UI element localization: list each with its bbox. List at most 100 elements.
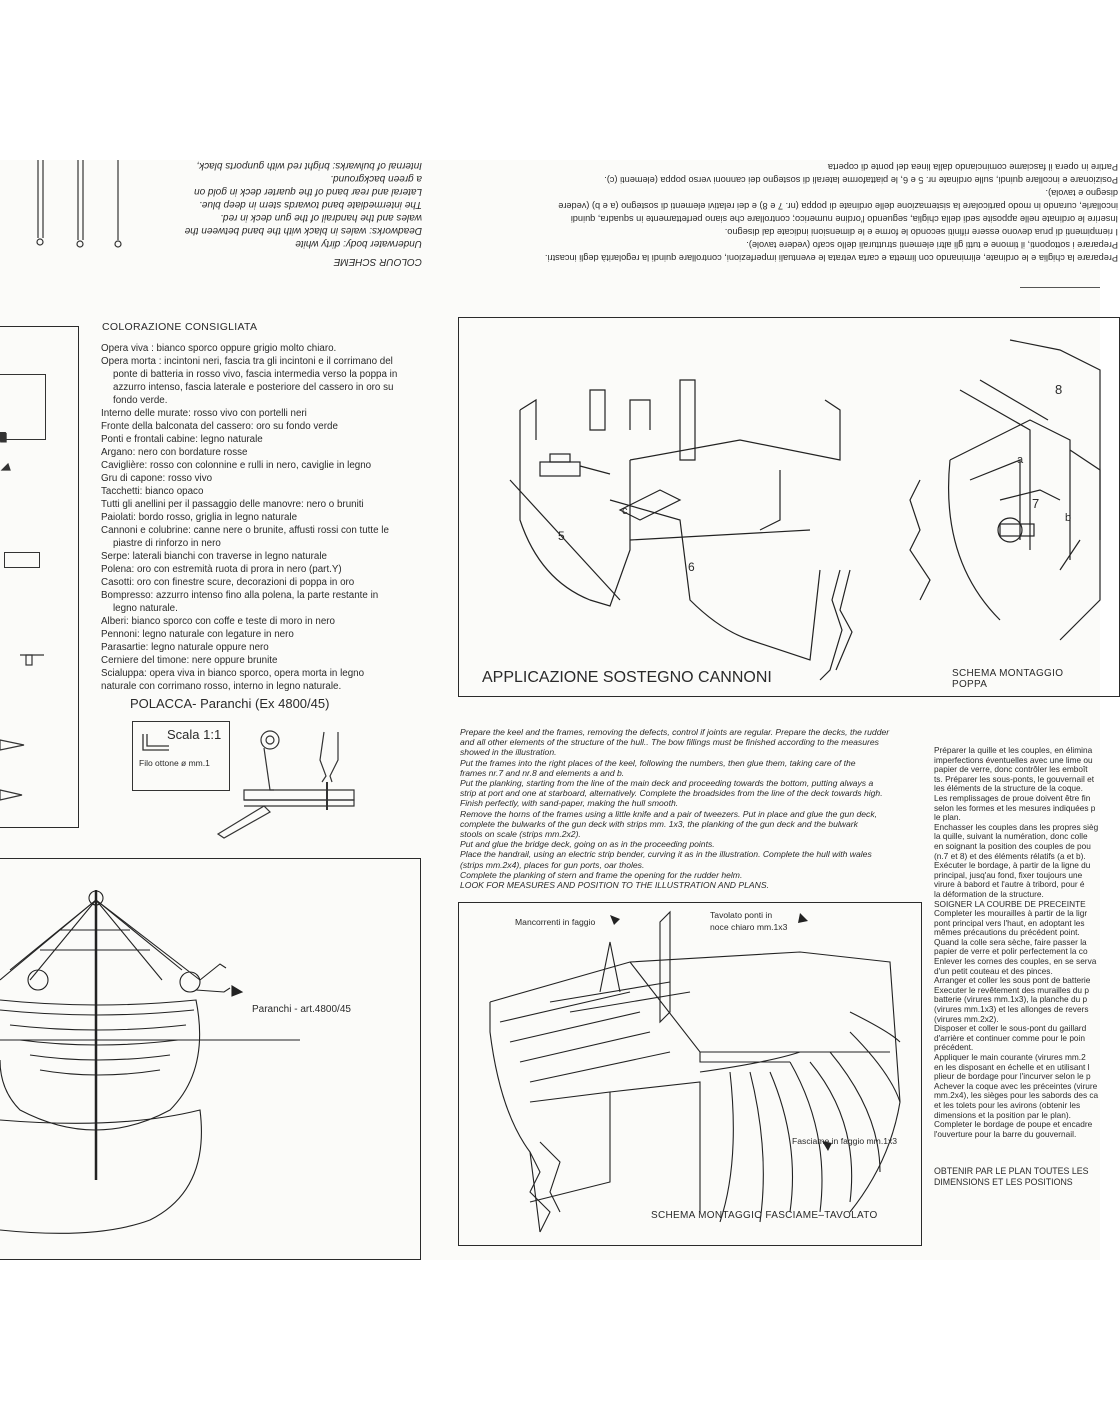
label-a: a xyxy=(1017,454,1024,466)
text-line: Cannoni e colubrine: canne nere o brunit… xyxy=(101,525,389,536)
detail-rect-2 xyxy=(4,552,40,568)
text-line: le plan. xyxy=(934,812,961,823)
text-line: selon les formes et les mesures indiquée… xyxy=(934,802,1096,813)
divider-line xyxy=(1020,287,1100,288)
text-line: Preparare i sottoponti, il timone e tutt… xyxy=(746,240,1118,250)
pointer-arrows xyxy=(610,913,832,1151)
text-line: Remove the horns of the frames using a l… xyxy=(460,808,878,819)
text-line: Préparer la quille et les couples, en él… xyxy=(934,745,1093,755)
text-line: Put the frames into the right places of … xyxy=(460,757,856,768)
text-line: mm.2x4), les sièges pour les sabords des… xyxy=(934,1090,1099,1101)
text-line: disegno e tavola). xyxy=(1045,188,1118,198)
text-line: Complete the planking of stern and frame… xyxy=(460,869,743,880)
scala-label: Scala 1:1 xyxy=(167,727,222,742)
colorazione-heading: COLORAZIONE CONSIGLIATA xyxy=(102,321,258,333)
text-line: and all other elements of the structure … xyxy=(460,737,879,748)
text-line: Caviglière: rosso con colonnine e rulli … xyxy=(101,460,372,471)
text-line: frames nr.7 and nr.8 and elements a and … xyxy=(460,767,625,778)
text-line: Alberi: bianco sporco con coffe e teste … xyxy=(101,616,335,627)
text-line: LOOK FOR MEASURES AND POSITION TO THE IL… xyxy=(460,880,769,891)
text-line: Finish perfectly, with sand-paper, makin… xyxy=(460,798,679,809)
fasciame-panel xyxy=(458,902,922,1246)
paranchi-tool-drawing xyxy=(216,730,355,839)
fasciame-label: Fasciame in faggio mm.1x3 xyxy=(792,1136,898,1146)
text-line: papier de verre, donc contrôler les embo… xyxy=(934,764,1088,775)
text-line: Tacchetti: bianco opaco xyxy=(101,486,204,497)
text-line: Preparare la chiglia e le ordinate, elim… xyxy=(545,253,1118,263)
cannoni-support-drawing xyxy=(509,379,853,681)
text-line: batterie (virures mm.1x3), la planche du… xyxy=(934,994,1088,1005)
text-line: Fronte della balconata del cassero: oro … xyxy=(101,421,338,432)
text-line: Casotti: oro con finestre scure, decoraz… xyxy=(101,577,355,588)
text-line: les éléments de la structure de la coque… xyxy=(934,783,1083,794)
text-line: Disposer et coller le sous-pont du gaill… xyxy=(934,1023,1087,1034)
cannoni-caption: APPLICAZIONE SOSTEGNO CANNONI xyxy=(482,669,772,686)
text-line: Ponti e frontali cabine: legno naturale xyxy=(101,434,263,445)
wire-hook-icon xyxy=(142,734,169,751)
french-footer-2: DIMENSIONS ET LES POSITIONS xyxy=(934,1177,1073,1187)
text-line: Lateral and rear band of the quarter dec… xyxy=(194,186,422,197)
text-line: I riempimenti di prua devono essere rifi… xyxy=(724,227,1118,237)
text-line: l'ouverture pour la barre du gouvernail. xyxy=(934,1128,1077,1139)
text-line: Scialuppa: opera viva in bianco sporco, … xyxy=(101,668,365,679)
text-line: complete the bulwarks of the gun deck wi… xyxy=(460,818,858,829)
italian-instructions-lines: Preparare la chiglia e le ordinate, elim… xyxy=(545,160,1118,264)
colour-scheme-heading: COLOUR SCHEME xyxy=(333,256,422,267)
text-line: incollarle, curando in modo particolare … xyxy=(558,201,1118,211)
num-7: 7 xyxy=(1032,496,1040,511)
text-line: Inserire le ordinate nelle apposite sedi… xyxy=(570,214,1118,224)
text-line: Paiolati: bordo rosso, griglia in legno … xyxy=(101,512,298,523)
text-line: a green background. xyxy=(330,173,422,184)
label-b: b xyxy=(1065,512,1072,524)
fasciame-assembly-drawing xyxy=(489,910,901,1233)
text-line: virure à babord et l'autre à tribord, po… xyxy=(934,879,1085,890)
instruction-sheet: COLOUR SCHEME Underwater body: dirty whi… xyxy=(0,160,1120,1260)
text-line: Place the handrail, using an electric st… xyxy=(460,849,872,860)
text-line: Prepare the keel and the frames, removin… xyxy=(460,727,890,737)
text-line: Les remplissages de proue doivent être f… xyxy=(934,792,1091,803)
text-line: (n.7 et 8) et des éléments rélatifs (a e… xyxy=(934,850,1086,861)
fasciame-caption: SCHEMA MONTAGGIO FASCIAME–TAVOLATO xyxy=(651,1210,878,1221)
text-line: legno naturale. xyxy=(113,603,178,614)
text-line: d'un petit couteau et des pinces. xyxy=(934,965,1053,976)
text-line: Deadworks: wales in black with the band … xyxy=(184,225,422,236)
text-line: Put the planking, starting from the line… xyxy=(460,778,874,789)
text-line: Enchasser les couples dans les propres s… xyxy=(934,821,1099,832)
text-line: Put and glue the bridge deck, going on a… xyxy=(460,839,715,850)
text-line: wales and the handrail of the gun deck i… xyxy=(220,212,422,223)
text-line: Internal of bulwarks: bright red with gu… xyxy=(196,160,422,171)
text-line: Arranger et coller les sous pont de batt… xyxy=(934,975,1091,986)
text-line: Appliquer le main courante (virures mm.2 xyxy=(934,1052,1086,1062)
text-line: fondo verde. xyxy=(113,395,168,406)
text-line: Tutti gli anellini per il passaggio dell… xyxy=(101,499,364,510)
text-line: ponte di batteria in rosso vivo, fascia … xyxy=(113,369,398,380)
french-footer-1: OBTENIR PAR LE PLAN TOUTES LES xyxy=(934,1166,1089,1176)
text-line: principal, jusq'au fond, fixer toujours … xyxy=(934,869,1083,880)
text-line: en les disposant en échelle et en utilis… xyxy=(934,1061,1090,1072)
text-line: plieur de bordage pour l'incurver selon … xyxy=(934,1071,1091,1082)
text-line: Argano: nero con bordature rosse xyxy=(101,447,248,458)
text-line: la déformation de la structure. xyxy=(934,888,1044,899)
text-line: Enlever les cornes des couples, en se se… xyxy=(934,956,1097,967)
text-line: Pennoni: legno naturale con legature in … xyxy=(101,629,294,640)
tavolato-label-2: noce chiaro mm.1x3 xyxy=(710,922,788,932)
hull-front-view-panel xyxy=(0,858,421,1260)
paranchi-label: Paranchi - art.4800/45 xyxy=(252,1004,351,1015)
colorazione-list: Opera viva : bianco sporco oppure grigio… xyxy=(101,342,397,693)
text-line: ts. Préparer les sous-ponts, le gouverna… xyxy=(934,773,1095,784)
mast-sticks-drawing xyxy=(36,160,122,248)
text-line: Completer le bordage de poupe et encadre xyxy=(934,1119,1093,1130)
text-line: (virures mm.2x2). xyxy=(934,1013,999,1024)
text-line: Opera morta : incintoni neri, fascia tra… xyxy=(101,356,393,367)
svg-text:▒: ▒ xyxy=(0,432,7,442)
colorazione-panel xyxy=(0,326,79,828)
text-line: piastre di rinforzo in nero xyxy=(113,538,221,549)
text-line: papier de verre et polir perfectement la… xyxy=(934,946,1088,957)
text-line: Underwater body: dirty white xyxy=(295,238,422,249)
text-line: en soignant la position des couples de p… xyxy=(934,840,1091,851)
left-detail-marks: ▒ xyxy=(0,431,44,801)
text-line: Completer les mourailles à partir de la … xyxy=(934,908,1088,919)
text-line: azzurro intenso, fascia laterale e poste… xyxy=(113,382,394,393)
text-line: la quille, suivant la numération, donc c… xyxy=(934,831,1088,842)
text-line: Posizionare e incollare quindi, sulle or… xyxy=(604,175,1118,185)
